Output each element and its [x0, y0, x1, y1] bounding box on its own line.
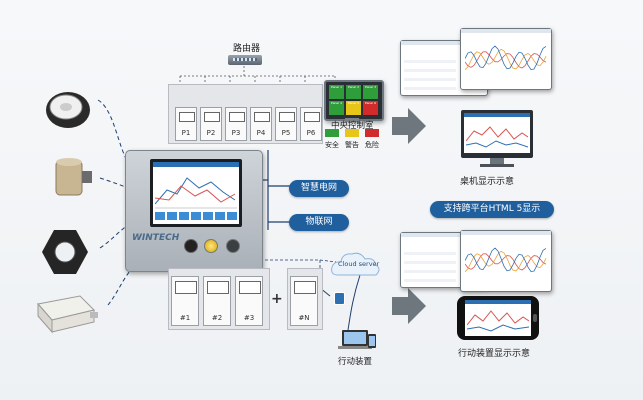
- legend-swatch: [325, 129, 339, 137]
- top-cabinet: P1 P2 P3 P4 P5 P6: [168, 84, 323, 144]
- module-label: #3: [243, 314, 255, 322]
- top-module: P3: [225, 107, 247, 141]
- module-label: #2: [211, 314, 223, 322]
- plus-sign: +: [271, 291, 283, 307]
- waveform-line: [465, 48, 547, 71]
- legend-label: 危险: [365, 141, 379, 149]
- control-panel-tile: Panel 6: [363, 101, 378, 115]
- panel-pc: WINTECH: [125, 150, 263, 272]
- control-panel-tile: Panel 1: [329, 85, 344, 99]
- waveform-line: [465, 250, 547, 273]
- desktop-monitor: [461, 110, 533, 158]
- status-legend: 安全警告危险: [325, 129, 385, 151]
- module-label: P1: [181, 129, 191, 137]
- desktop-label: 桌机显示示意: [460, 177, 515, 187]
- top-module: P1: [175, 107, 197, 141]
- sensor-cylinder-image: [46, 155, 98, 201]
- breaker-icon: [239, 281, 261, 294]
- breaker-icon: [175, 281, 197, 294]
- module-label: P3: [231, 129, 241, 137]
- module-label: #1: [179, 314, 191, 322]
- panel-pc-screen: [150, 159, 242, 227]
- control-panel-tile: Panel 4: [329, 101, 344, 115]
- usb-port-icon: [226, 239, 240, 253]
- waveform-line: [465, 45, 547, 71]
- control-panel-tile: Panel 3: [363, 85, 378, 99]
- web-screenshot-front-bottom: [460, 230, 552, 292]
- breaker-icon: [304, 112, 320, 122]
- server-icon: [334, 292, 345, 305]
- cloud-label: Cloud server: [338, 260, 380, 268]
- top-module: P2: [200, 107, 222, 141]
- sensor-ring-image: [34, 224, 94, 280]
- router-label: 路由器: [233, 44, 261, 54]
- bottom-module: #2: [203, 276, 231, 326]
- breaker-icon: [279, 112, 295, 122]
- breaker-icon: [229, 112, 245, 122]
- top-module: P5: [275, 107, 297, 141]
- bottom-module: #1: [171, 276, 199, 326]
- status-led-icon: [204, 239, 218, 253]
- module-label: P5: [281, 129, 291, 137]
- waveform-line: [465, 51, 547, 69]
- breaker-icon: [294, 281, 316, 294]
- control-panel-tile: Panel 2: [346, 85, 361, 99]
- legend-label: 警告: [345, 141, 359, 149]
- legend-label: 安全: [325, 141, 339, 149]
- bottom-module: #N: [290, 276, 318, 326]
- legend-swatch: [365, 129, 379, 137]
- phone-device: [457, 296, 539, 340]
- router-device: [228, 55, 262, 65]
- sidebar-list-bottom: [404, 246, 456, 282]
- top-module: P6: [300, 107, 322, 141]
- waveform-line: [465, 247, 547, 273]
- breaker-icon: [179, 112, 195, 122]
- arrow-top-icon: [392, 108, 426, 144]
- web-screenshot-front-top: [460, 28, 552, 90]
- sensor-disc-image: [44, 88, 92, 130]
- top-module: P4: [250, 107, 272, 141]
- control-room-label: 中央控制室: [331, 121, 374, 131]
- breaker-icon: [207, 281, 229, 294]
- mobile-devices-icon: [338, 328, 378, 350]
- power-button-icon[interactable]: [184, 239, 198, 253]
- html5-pill: 支持跨平台HTML 5显示: [430, 201, 554, 218]
- control-panel-tile: Panel 5: [346, 101, 361, 115]
- sensor-box-image: [34, 290, 100, 336]
- module-label: #N: [298, 314, 310, 322]
- module-label: P2: [206, 129, 216, 137]
- panel-pc-brand: WINTECH: [132, 233, 180, 243]
- breaker-icon: [204, 112, 220, 122]
- arrow-bottom-icon: [392, 288, 426, 324]
- mobile-display-label: 行动装置显示示意: [458, 349, 531, 359]
- legend-swatch: [345, 129, 359, 137]
- module-label: P6: [306, 129, 316, 137]
- iot-pill: 物联网: [289, 214, 349, 231]
- breaker-icon: [254, 112, 270, 122]
- smart-grid-pill: 智慧电网: [289, 180, 349, 197]
- sidebar-list-top: [404, 54, 456, 90]
- module-label: P4: [256, 129, 266, 137]
- waveform-line: [465, 253, 547, 271]
- mobile-device-label: 行动装置: [338, 357, 373, 367]
- bottom-module: #3: [235, 276, 263, 326]
- cloud-icon: [328, 249, 382, 279]
